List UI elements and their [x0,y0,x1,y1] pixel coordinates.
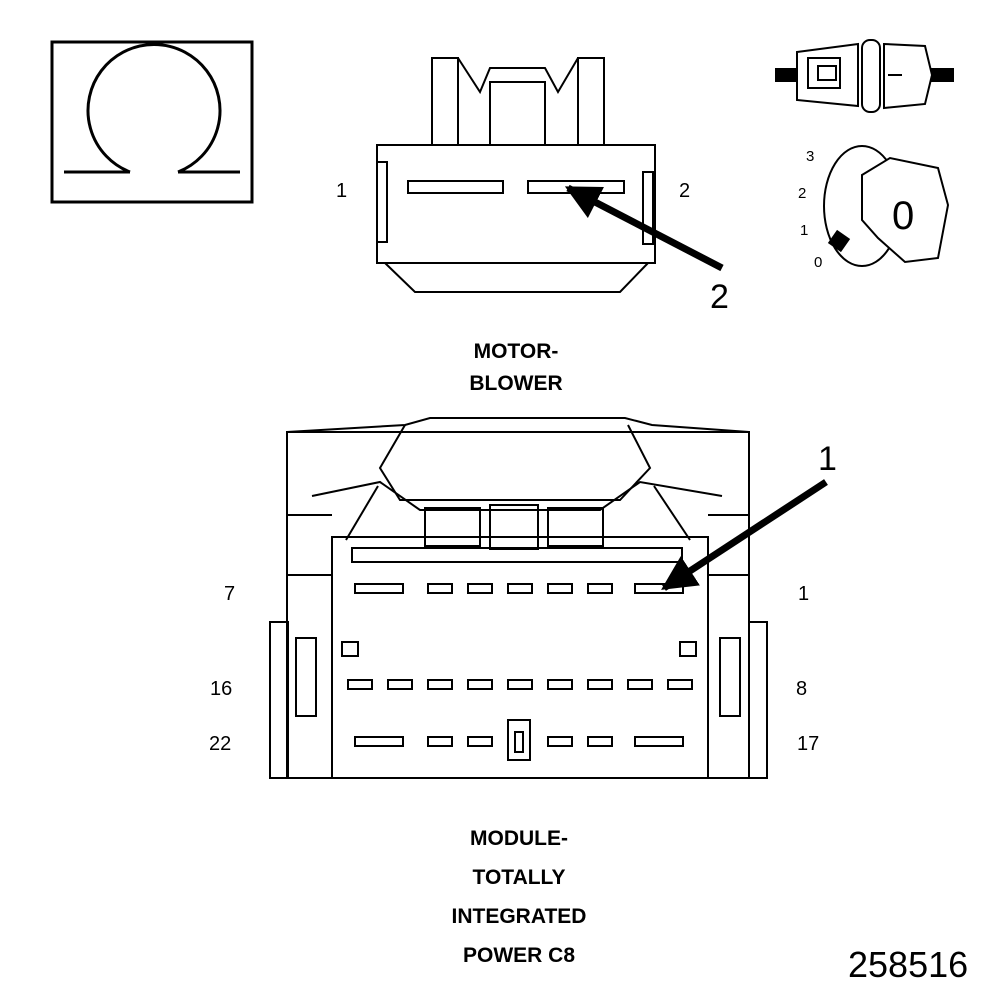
tipm-callout-number: 1 [818,440,837,478]
ignition-key-icon [823,145,950,267]
tipm-caption-line-2: TOTALLY [472,866,566,889]
ignition-key-label: 0 [892,194,915,238]
tipm-caption-line-1: MODULE- [470,827,568,850]
tipm-pin-17-label: 17 [797,733,820,755]
blower-caption-line-1: MOTOR- [473,340,559,363]
tipm-callout-arrow [661,479,828,591]
tipm-pin-1-label: 1 [798,583,810,605]
blower-connector [376,57,656,293]
ignition-position-0: 0 [814,254,823,271]
ohm-meter-icon [50,40,254,204]
blower-caption-line-2: BLOWER [469,372,563,395]
tipm-connector [269,417,768,779]
connector-disconnected-icon [775,39,954,113]
tipm-caption-line-4: POWER C8 [462,944,575,967]
blower-pin-1-label: 1 [336,180,348,202]
tipm-pin-7-label: 7 [224,583,236,605]
ignition-position-3: 3 [806,148,815,165]
blower-callout-arrow [564,184,724,272]
ignition-position-2: 2 [798,185,807,202]
tipm-pin-22-label: 22 [209,733,232,755]
blower-callout-number: 2 [710,278,729,316]
tipm-caption-line-3: INTEGRATED [451,905,587,928]
tipm-pin-16-label: 16 [210,678,233,700]
ignition-position-1: 1 [800,222,809,239]
tipm-pin-8-label: 8 [796,678,808,700]
blower-pin-2-label: 2 [679,180,691,202]
figure-id: 258516 [848,944,969,985]
